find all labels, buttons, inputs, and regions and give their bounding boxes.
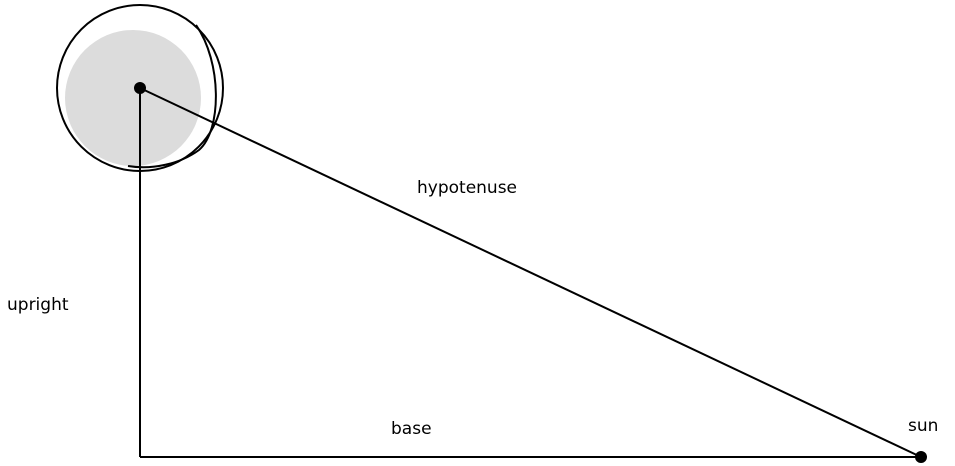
upright-label: upright — [7, 295, 69, 315]
sun-label: sun — [908, 416, 938, 436]
moon-shaded-disc — [65, 30, 201, 166]
base-label: base — [391, 419, 432, 439]
moon-center-point — [134, 82, 146, 94]
hypotenuse-label: hypotenuse — [417, 178, 517, 198]
hypotenuse-line — [140, 88, 921, 457]
sun-point — [915, 451, 927, 463]
